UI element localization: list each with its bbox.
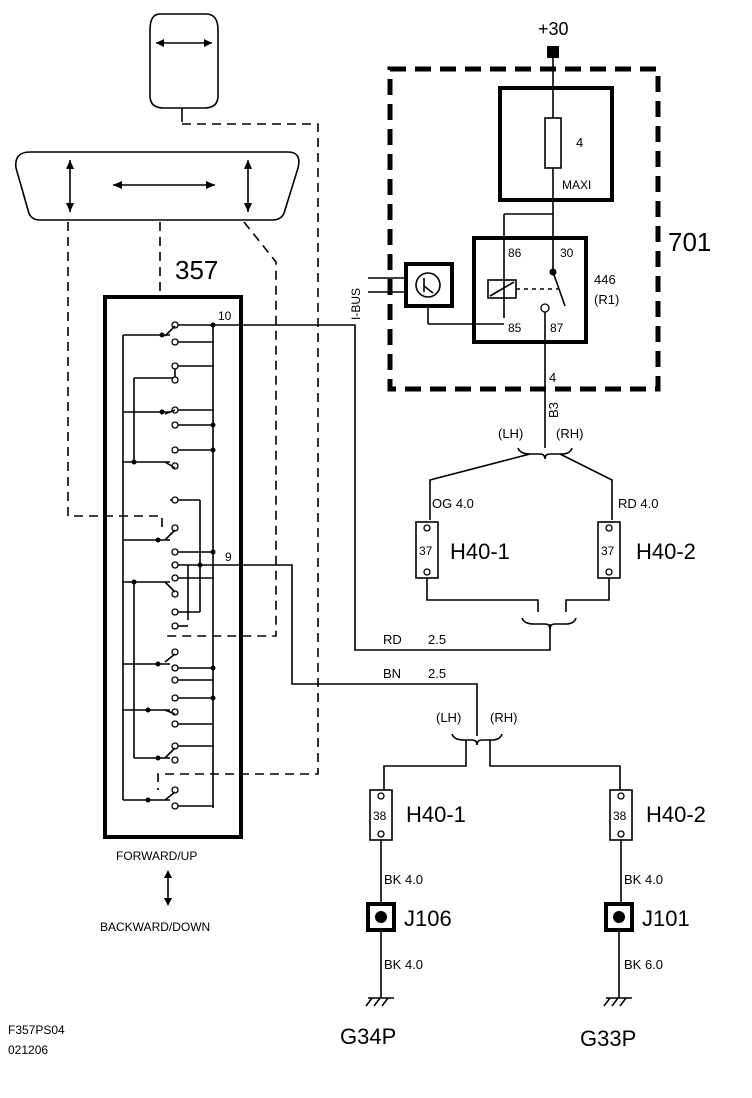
lamp-38-left-wire-b: BK 4.0	[384, 957, 423, 972]
lamp-38-right	[609, 789, 633, 904]
lamp-38-right-pin: 38	[613, 809, 627, 823]
ground-g33p-icon	[603, 997, 632, 1007]
splitter-bottom	[383, 733, 621, 790]
module-701-outline	[387, 66, 661, 392]
switch-pin-10: 10	[218, 309, 232, 323]
wire-rd-size: 2.5	[428, 632, 446, 647]
lamp-37-left-name: H40-1	[450, 539, 510, 564]
relay-pin-30: 30	[560, 246, 574, 260]
module-701-label: 701	[668, 227, 711, 257]
headrest-icon	[149, 13, 219, 122]
up-down-arrow-icon	[164, 870, 172, 906]
split-bottom-rh: (RH)	[490, 710, 517, 725]
seat-cushion-icon	[14, 151, 300, 221]
feed-wire-size: 4	[549, 370, 556, 385]
wire-bn-color: BN	[383, 666, 401, 681]
lamp-37-right-name: H40-2	[636, 539, 696, 564]
relay-pin-87: 87	[550, 321, 564, 335]
relay-ref: (R1)	[594, 292, 619, 307]
mechanical-links	[67, 123, 319, 790]
relay-446	[472, 236, 588, 344]
switch-block-label: 357	[175, 255, 218, 285]
date-code: 021206	[8, 1043, 48, 1057]
ibus-label: I-BUS	[349, 288, 363, 320]
backward-label: BACKWARD/DOWN	[100, 920, 210, 934]
switch-pin-9: 9	[225, 550, 232, 564]
splitter-mid	[426, 578, 610, 630]
relay-pin-85: 85	[508, 321, 522, 335]
lamp-38-right-wire-a: BK 4.0	[624, 872, 663, 887]
lamp-38-left	[369, 789, 393, 904]
ground-g34p-icon	[365, 997, 394, 1007]
relay-number: 446	[594, 272, 616, 287]
lamp-37-left-wire: OG 4.0	[432, 496, 474, 511]
ibus-transistor-icon	[368, 262, 504, 325]
switch-block-357	[103, 295, 243, 839]
junction-j106-label: J106	[404, 906, 452, 931]
lamp-37-right-pin: 37	[601, 544, 615, 558]
ground-g34p-label: G34P	[340, 1024, 396, 1049]
fuse-number: 4	[576, 135, 583, 150]
lamp-38-left-name: H40-1	[406, 802, 466, 827]
splitter-top	[429, 447, 613, 520]
maxi-fuse	[498, 86, 614, 238]
wire-rd	[213, 324, 551, 651]
figure-id: F357PS04	[8, 1023, 65, 1037]
forward-label: FORWARD/UP	[116, 849, 197, 863]
wire-bn-size: 2.5	[428, 666, 446, 681]
feed-wire-name: B3	[546, 402, 561, 418]
lamp-38-right-name: H40-2	[646, 802, 706, 827]
switch-contacts	[123, 321, 243, 810]
split-top-lh: (LH)	[498, 426, 523, 441]
junction-j101-label: J101	[642, 906, 690, 931]
split-top-rh: (RH)	[556, 426, 583, 441]
lamp-38-right-wire-b: BK 6.0	[624, 957, 663, 972]
junction-j106	[366, 902, 396, 998]
junction-j101	[604, 902, 634, 998]
relay-pin-86: 86	[508, 246, 522, 260]
lamp-37-left-pin: 37	[419, 544, 433, 558]
wire-bn	[243, 564, 478, 736]
wire-rd-color: RD	[383, 632, 402, 647]
fuse-type: MAXI	[562, 178, 591, 192]
lamp-38-left-wire-a: BK 4.0	[384, 872, 423, 887]
lamp-37-right-wire: RD 4.0	[618, 496, 658, 511]
supply-terminal-icon	[547, 46, 559, 58]
split-bottom-lh: (LH)	[436, 710, 461, 725]
lamp-38-left-pin: 38	[373, 809, 387, 823]
ground-g33p-label: G33P	[580, 1026, 636, 1051]
supply-label: +30	[538, 19, 569, 39]
